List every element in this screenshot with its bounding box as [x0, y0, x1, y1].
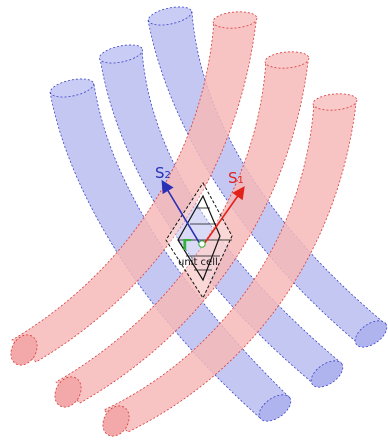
unit-cell-label: unit cell	[178, 257, 218, 268]
gamma-point	[199, 241, 205, 247]
gamma-label: Γ	[182, 236, 192, 254]
